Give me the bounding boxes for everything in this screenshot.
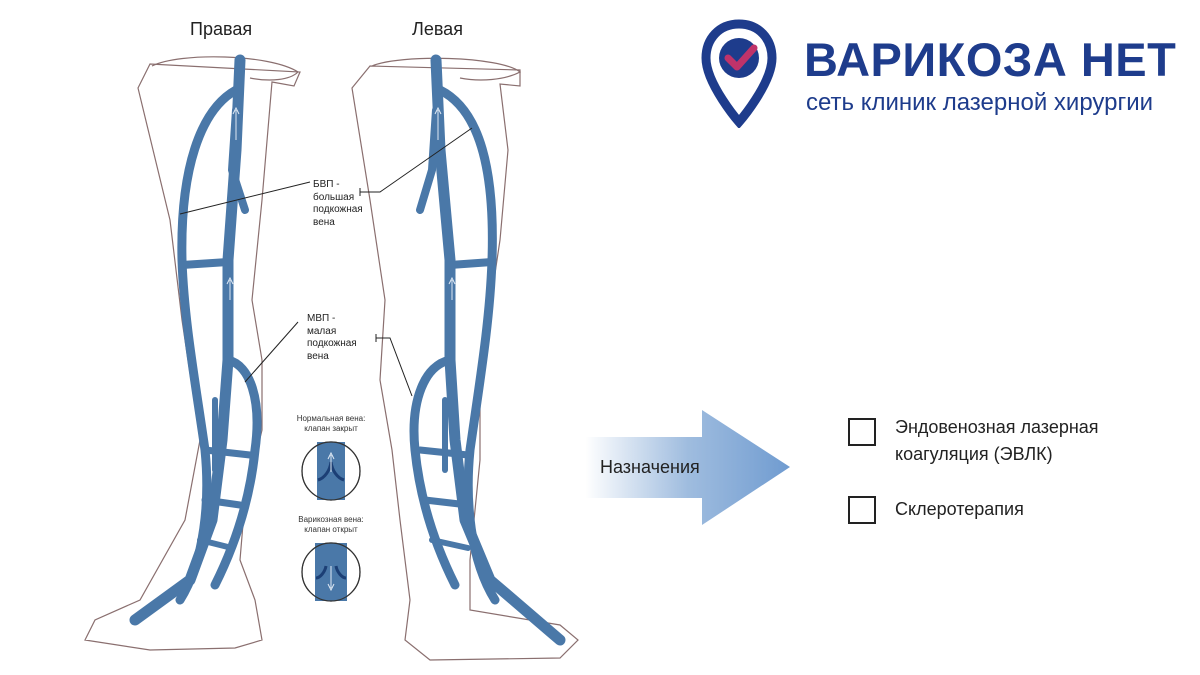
right-leg-veins [129,54,262,626]
evlk-option-label: Эндовенозная лазерная коагуляция (ЭВЛК) [895,417,1099,464]
varicose-vein-inset [301,542,361,602]
left-leg-veins [409,54,566,646]
varicose-vein-caption: Варикозная вена:клапан открыт [298,515,364,534]
sclerotherapy-option-label: Склеротерапия [895,499,1024,519]
left-leg-outline [351,57,579,661]
arrow-label: Назначения [600,457,700,477]
brand-subtitle: сеть клиник лазерной хирургии [806,89,1154,116]
legs-vein-diagram [84,54,579,661]
right-leg-flow-arrows [226,106,240,300]
leader-lines [179,127,473,397]
normal-vein-inset [301,441,361,501]
brand-name: ВАРИКОЗА НЕТ [804,33,1177,86]
location-pin-logo-icon [701,19,777,128]
right-leg-title: Правая [190,19,253,39]
normal-vein-caption: Нормальная вена:клапан закрыт [296,414,366,433]
left-leg-title: Левая [412,19,463,39]
left-leg-flow-arrows [434,106,456,300]
evlk-checkbox[interactable] [848,418,876,446]
arrow-graphic [585,410,790,525]
sclerotherapy-checkbox[interactable] [848,496,876,524]
